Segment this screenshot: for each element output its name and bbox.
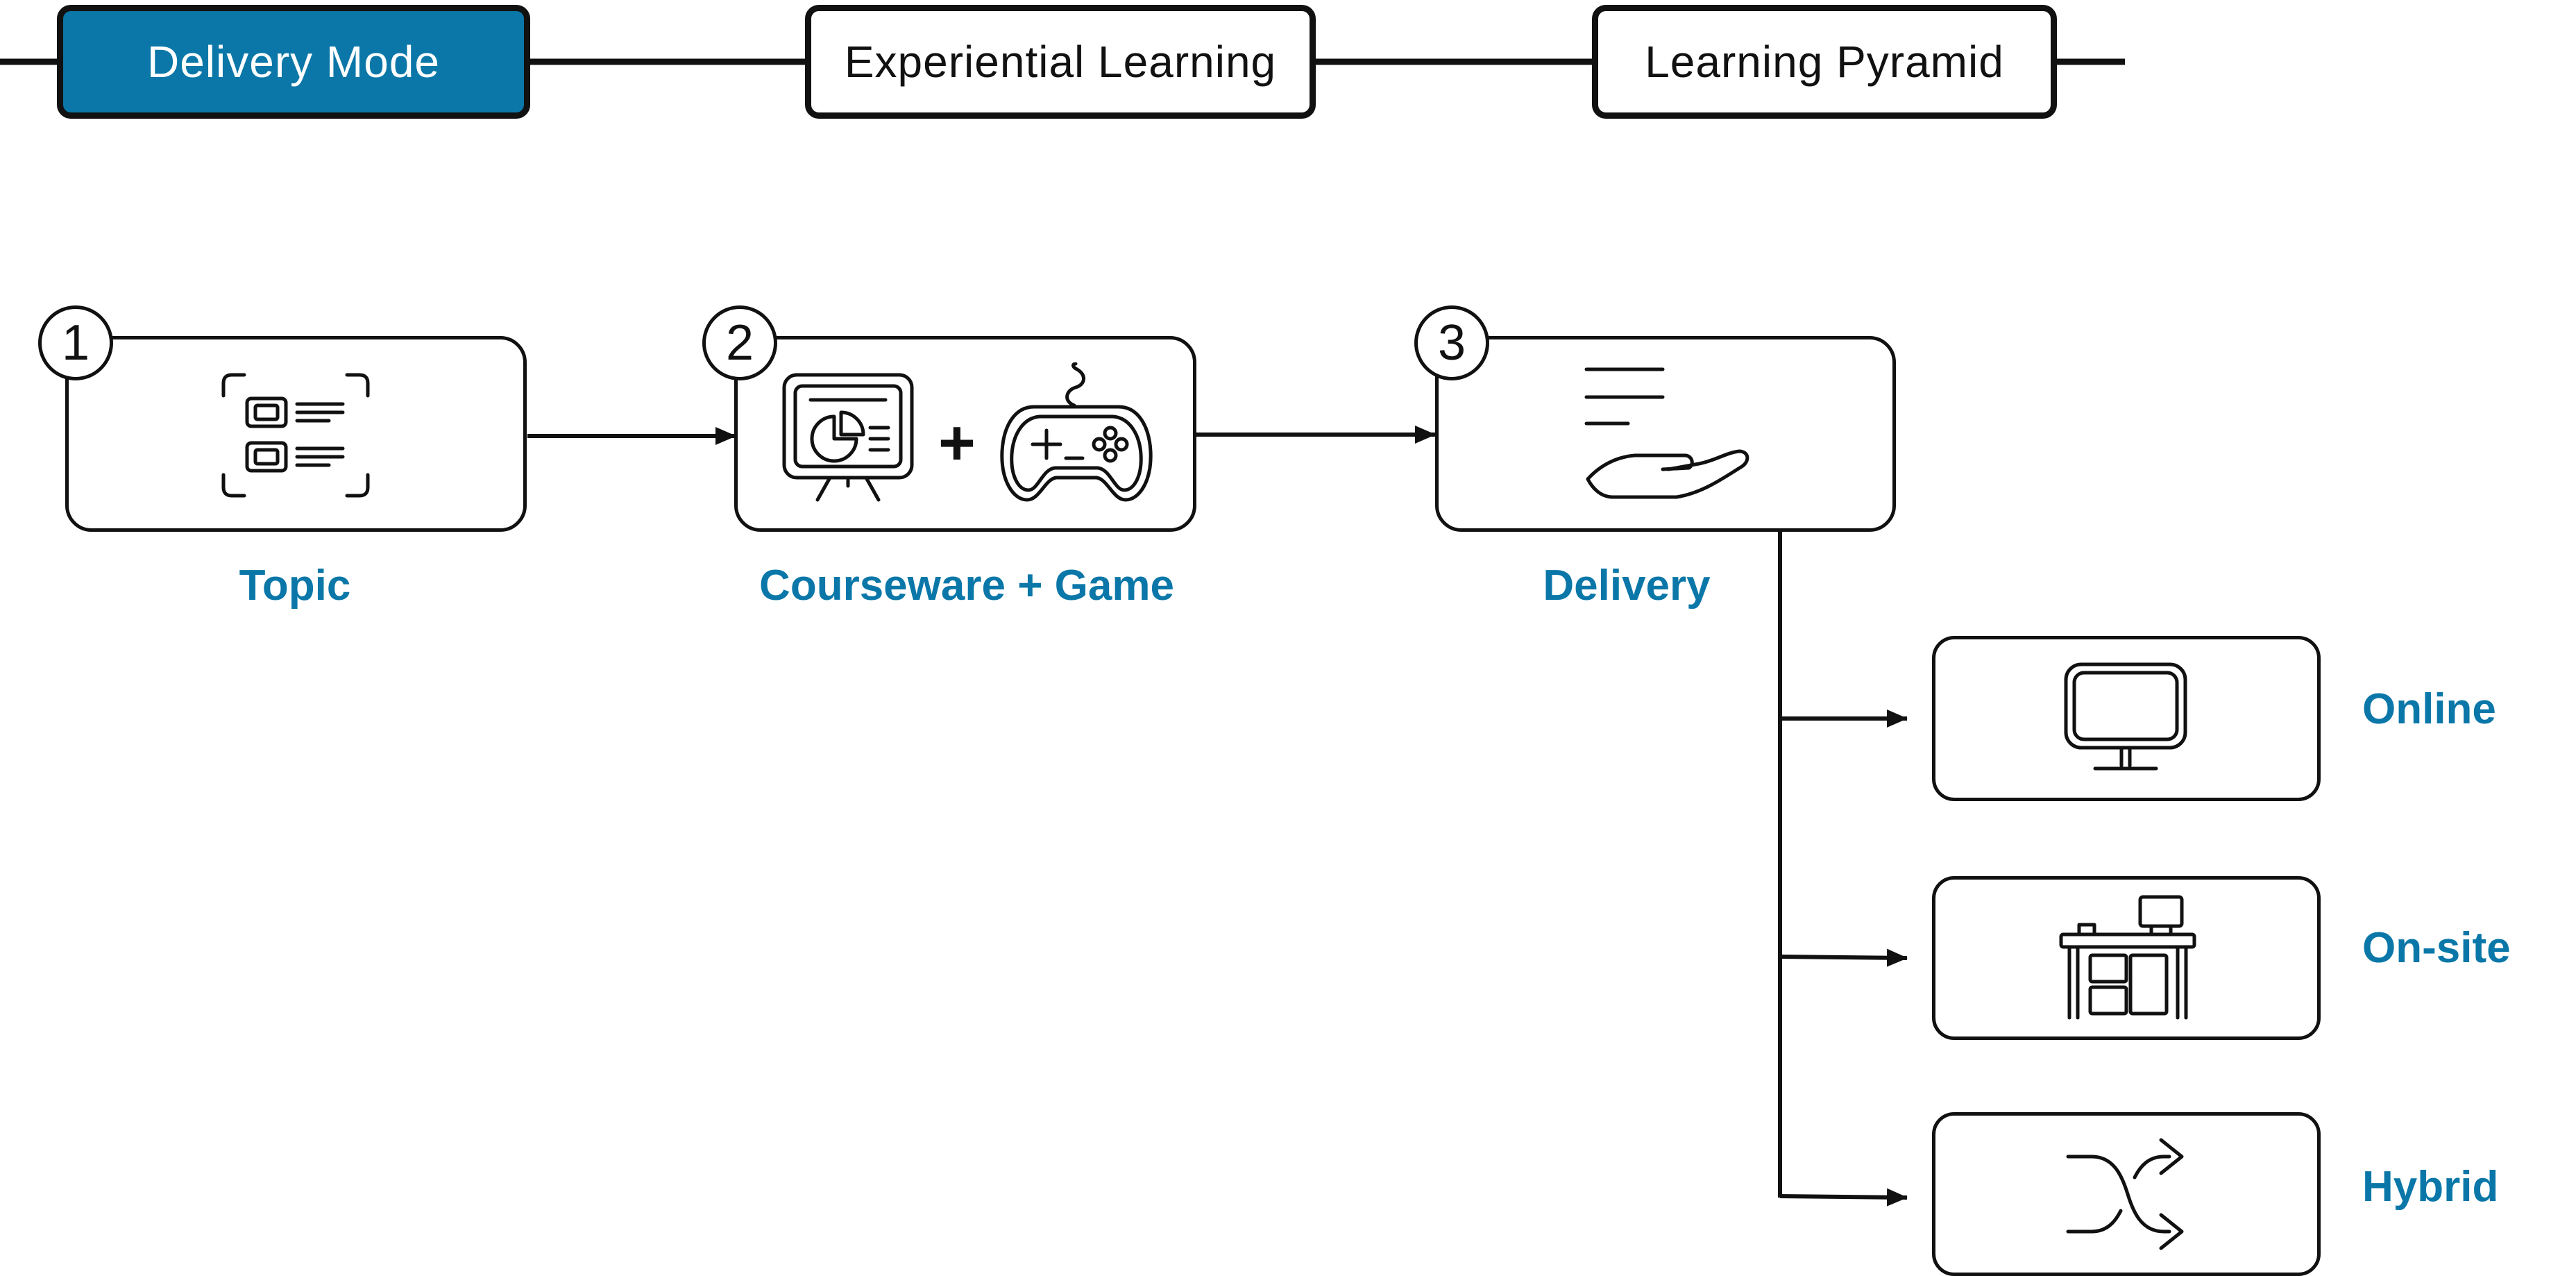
desk-icon: [2059, 895, 2196, 1020]
game-controller-icon: [1000, 362, 1153, 502]
tab-label: Experiential Learning: [844, 37, 1277, 87]
mode-label-hybrid: Hybrid: [2362, 1163, 2499, 1211]
step-label-delivery: Delivery: [1543, 562, 1711, 610]
tab-label: Learning Pyramid: [1645, 37, 2004, 87]
presentation-board-icon: [782, 373, 914, 502]
step-label-topic: Topic: [239, 562, 351, 610]
monitor-icon: [2064, 662, 2187, 771]
shuffle-arrows-icon: [2066, 1138, 2184, 1250]
arrow-to-hybrid: [1779, 1188, 1908, 1207]
step-number-badge: 1: [38, 305, 113, 380]
tab-label: Delivery Mode: [146, 37, 441, 87]
step-number-badge: 3: [1414, 305, 1489, 380]
step-number-badge: 2: [702, 305, 777, 380]
step-number: 1: [61, 315, 90, 371]
step-number: 3: [1437, 315, 1466, 371]
step-delivery-box: [1435, 336, 1896, 532]
mode-label-online: Online: [2362, 685, 2496, 733]
tab-learning-pyramid[interactable]: Learning Pyramid: [1592, 5, 2057, 119]
tab-delivery-mode[interactable]: Delivery Mode: [57, 5, 530, 119]
step-topic-box: [65, 336, 527, 532]
step-number: 2: [725, 315, 754, 371]
hand-delivery-icon: [1584, 367, 1749, 499]
arrow-to-onsite: [1779, 948, 1908, 967]
topic-list-icon: [221, 373, 370, 498]
tab-experiential-learning[interactable]: Experiential Learning: [805, 5, 1316, 119]
plus-sign: +: [938, 408, 976, 478]
step-label-courseware-game: Courseware + Game: [759, 562, 1174, 610]
mode-label-onsite: On-site: [2362, 924, 2511, 972]
